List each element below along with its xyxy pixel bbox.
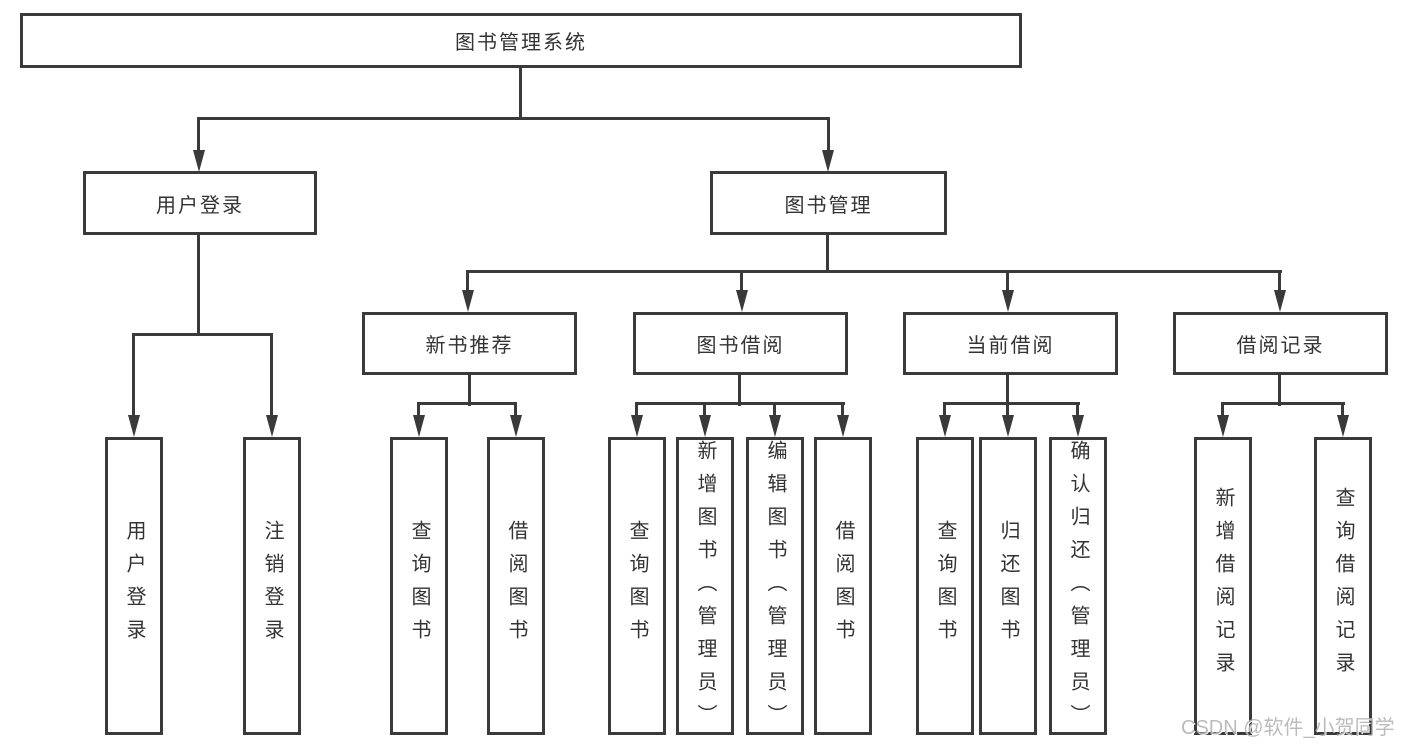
arrow-down-icon	[699, 415, 711, 437]
leaf-borrow-book: 借阅图书	[814, 437, 872, 735]
connector-line	[197, 117, 830, 120]
leaf-add-book-admin: 新增图书（管理员）	[676, 437, 734, 737]
connector-line	[827, 117, 830, 152]
connector-line	[1006, 402, 1009, 417]
node-label: 图书借阅	[696, 335, 785, 357]
connector-line	[1076, 402, 1079, 417]
connector-line	[519, 66, 522, 119]
leaf-edit-book-admin: 编辑图书（管理员）	[746, 437, 804, 737]
leaf-add-borrow-record: 新增借阅记录	[1194, 437, 1252, 735]
connector-line	[703, 402, 706, 417]
leaf-user-login: 用户登录	[105, 437, 163, 735]
connector-line	[1006, 270, 1009, 292]
connector-line	[417, 402, 420, 417]
arrow-down-icon	[1002, 415, 1014, 437]
connector-line	[635, 402, 638, 417]
node-label: 查询图书	[626, 520, 648, 652]
arrow-down-icon	[837, 415, 849, 437]
arrow-down-icon	[736, 290, 748, 312]
leaf-query-book: 查询图书	[916, 437, 974, 735]
connector-line	[197, 117, 200, 152]
node-label: 图书管理系统	[455, 32, 587, 54]
leaf-logout: 注销登录	[243, 437, 301, 735]
connector-line	[841, 402, 844, 417]
arrow-down-icon	[462, 290, 474, 312]
node-label: 注销登录	[261, 520, 283, 652]
node-label: 确认归还（管理员）	[1067, 440, 1089, 737]
connector-line	[514, 402, 517, 417]
leaf-query-book: 查询图书	[608, 437, 666, 735]
connector-line	[1278, 375, 1281, 406]
arrow-down-icon	[1274, 290, 1286, 312]
node-label: 用户登录	[156, 194, 244, 217]
arrow-down-icon	[769, 415, 781, 437]
node-borrowing-records: 借阅记录	[1173, 312, 1388, 375]
node-root-system: 图书管理系统	[20, 13, 1022, 68]
node-label: 查询借阅记录	[1332, 487, 1354, 685]
connector-line	[1221, 402, 1345, 405]
leaf-borrow-book: 借阅图书	[487, 437, 545, 735]
node-label: 图书管理	[784, 194, 873, 217]
node-label: 借阅图书	[832, 520, 854, 652]
node-label: 用户登录	[123, 520, 145, 652]
node-label: 归还图书	[997, 520, 1019, 652]
node-label: 借阅记录	[1236, 335, 1325, 357]
leaf-return-book: 归还图书	[979, 437, 1037, 735]
connector-line	[1221, 402, 1224, 417]
arrow-down-icon	[1217, 415, 1229, 437]
connector-line	[466, 270, 469, 292]
leaf-confirm-return-admin: 确认归还（管理员）	[1049, 437, 1107, 737]
connector-line	[270, 333, 273, 416]
arrow-down-icon	[939, 415, 951, 437]
arrow-down-icon	[1002, 290, 1014, 312]
arrow-down-icon	[631, 415, 643, 437]
arrow-down-icon	[1072, 415, 1084, 437]
node-user-login: 用户登录	[83, 171, 317, 235]
node-label: 新增借阅记录	[1212, 487, 1234, 685]
arrow-down-icon	[1337, 415, 1349, 437]
node-book-borrowing: 图书借阅	[633, 312, 848, 375]
leaf-query-book: 查询图书	[390, 437, 448, 735]
connector-line	[943, 402, 946, 417]
connector-line	[826, 235, 829, 273]
node-book-management: 图书管理	[710, 171, 947, 235]
connector-line	[417, 402, 517, 405]
connector-line	[197, 235, 200, 336]
arrow-down-icon	[266, 415, 278, 437]
connector-line	[1341, 402, 1344, 417]
leaf-query-borrow-record: 查询借阅记录	[1314, 437, 1372, 735]
connector-line	[132, 333, 273, 336]
connector-line	[773, 402, 776, 417]
connector-line	[943, 402, 1080, 405]
connector-line	[1278, 270, 1281, 292]
node-label: 新增图书（管理员）	[694, 440, 716, 737]
connector-line	[466, 270, 1282, 273]
node-label: 借阅图书	[505, 520, 527, 652]
node-label: 当前借阅	[966, 335, 1055, 357]
connector-line	[132, 333, 135, 416]
connector-line	[1006, 375, 1009, 406]
connector-line	[635, 402, 845, 405]
node-new-book-recommendation: 新书推荐	[362, 312, 577, 375]
arrow-down-icon	[193, 150, 205, 172]
node-label: 查询图书	[934, 520, 956, 652]
node-label: 编辑图书（管理员）	[764, 440, 786, 737]
arrow-down-icon	[413, 415, 425, 437]
node-label: 查询图书	[408, 520, 430, 652]
arrow-down-icon	[128, 415, 140, 437]
arrow-down-icon	[822, 150, 834, 172]
csdn-watermark: CSDN @软件_小贺同学	[1181, 717, 1395, 739]
connector-line	[740, 270, 743, 292]
node-current-borrowing: 当前借阅	[903, 312, 1118, 375]
node-label: 新书推荐	[425, 335, 514, 357]
connector-line	[468, 375, 471, 406]
arrow-down-icon	[510, 415, 522, 437]
connector-line	[738, 375, 741, 406]
